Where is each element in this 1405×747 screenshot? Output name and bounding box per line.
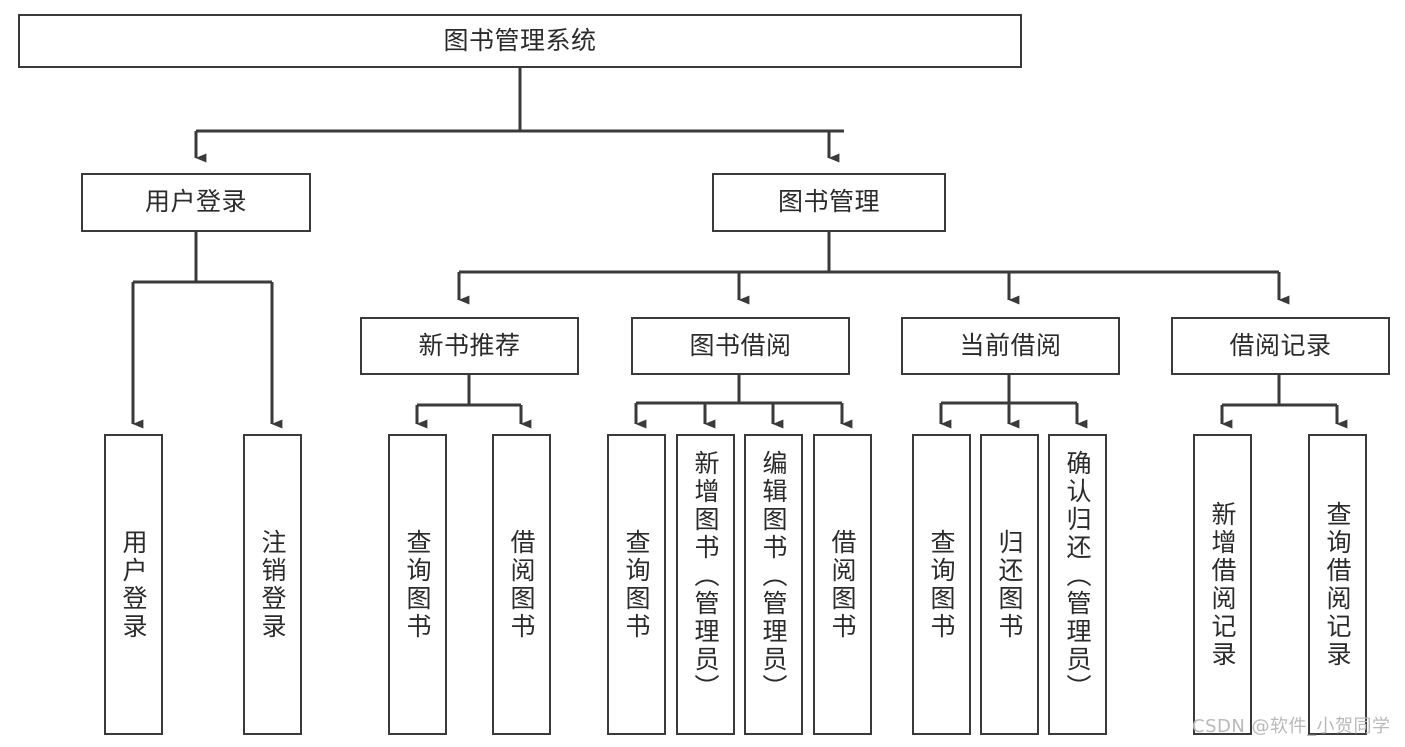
node-root-label: 图书管理系统 <box>443 25 597 55</box>
node-leaf-query-record[interactable]: 查询借阅记录 <box>1308 434 1367 735</box>
node-leaf-confirm-return-label: 确认归还（管理员） <box>1063 450 1092 702</box>
node-borrow-record-label: 借阅记录 <box>1229 330 1332 360</box>
node-leaf-logout-login[interactable]: 注销登录 <box>243 434 302 735</box>
node-user-login-label: 用户登录 <box>144 187 247 217</box>
node-leaf-return-book-label: 归还图书 <box>995 528 1024 641</box>
node-book-borrow[interactable]: 图书借阅 <box>631 317 850 375</box>
node-leaf-add-record-label: 新增借阅记录 <box>1208 500 1237 669</box>
node-leaf-query-book-2[interactable]: 查询图书 <box>607 434 666 735</box>
node-leaf-user-login[interactable]: 用户登录 <box>104 434 163 735</box>
node-leaf-return-book[interactable]: 归还图书 <box>980 434 1039 735</box>
node-leaf-query-book-1-label: 查询图书 <box>403 528 432 641</box>
node-leaf-edit-book[interactable]: 编辑图书（管理员） <box>744 434 803 735</box>
node-leaf-logout-login-label: 注销登录 <box>258 528 287 641</box>
node-leaf-add-record[interactable]: 新增借阅记录 <box>1193 434 1252 735</box>
node-leaf-query-record-label: 查询借阅记录 <box>1323 500 1352 669</box>
node-leaf-borrow-book-2-label: 借阅图书 <box>828 528 857 641</box>
node-leaf-user-login-label: 用户登录 <box>119 528 148 641</box>
node-user-login[interactable]: 用户登录 <box>81 173 311 232</box>
node-leaf-borrow-book-1-label: 借阅图书 <box>507 528 536 641</box>
node-leaf-confirm-return[interactable]: 确认归还（管理员） <box>1048 434 1107 735</box>
node-leaf-edit-book-label: 编辑图书（管理员） <box>759 450 788 702</box>
node-leaf-query-book-3-label: 查询图书 <box>927 528 956 641</box>
watermark-text: CSDN @软件_小贺同学 <box>1192 716 1391 737</box>
node-leaf-add-book[interactable]: 新增图书（管理员） <box>676 434 735 735</box>
node-current-borrow-label: 当前借阅 <box>959 330 1062 360</box>
node-new-book-recommend-label: 新书推荐 <box>418 330 521 360</box>
node-leaf-add-book-label: 新增图书（管理员） <box>691 450 720 702</box>
node-new-book-recommend[interactable]: 新书推荐 <box>360 317 579 375</box>
node-leaf-query-book-2-label: 查询图书 <box>622 528 651 641</box>
node-borrow-record[interactable]: 借阅记录 <box>1171 317 1390 375</box>
node-book-management-label: 图书管理 <box>777 187 880 217</box>
node-leaf-borrow-book-2[interactable]: 借阅图书 <box>813 434 872 735</box>
node-leaf-query-book-3[interactable]: 查询图书 <box>912 434 971 735</box>
node-current-borrow[interactable]: 当前借阅 <box>901 317 1120 375</box>
node-book-management[interactable]: 图书管理 <box>712 173 946 232</box>
node-book-borrow-label: 图书借阅 <box>689 330 792 360</box>
node-leaf-borrow-book-1[interactable]: 借阅图书 <box>492 434 551 735</box>
node-leaf-query-book-1[interactable]: 查询图书 <box>388 434 447 735</box>
node-root[interactable]: 图书管理系统 <box>18 14 1022 68</box>
